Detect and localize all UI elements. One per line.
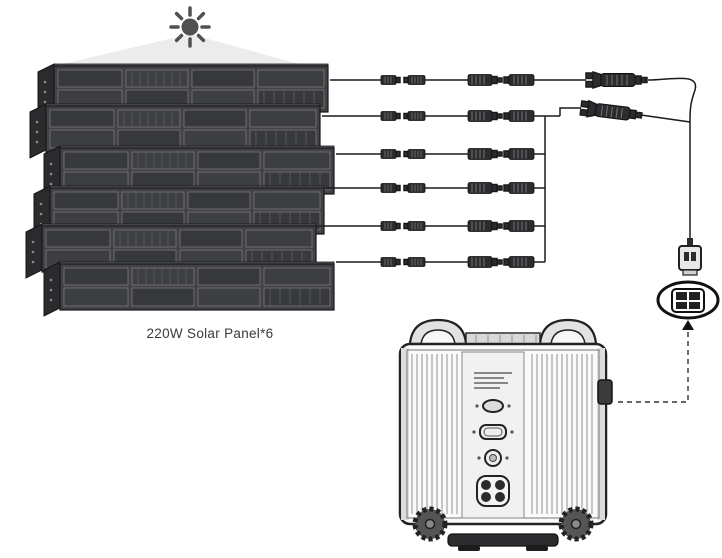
mc4-connector-pair-large [467,109,535,123]
wheel-left [412,506,448,542]
solar-input-port-zoom [656,280,720,320]
mc4-connector-row [326,181,545,195]
solar-charging-cable [647,77,697,240]
zoom-arrow [682,320,694,330]
solar-panel [43,261,335,317]
wiring [318,71,697,269]
mc4-connector-pair-large [467,147,535,161]
solar-panel-stack [25,63,335,317]
light-beam [54,34,306,66]
sun-icon [169,6,211,48]
vent-ribs [411,354,593,514]
collector-feed-line [559,107,581,116]
mc4-connector-pair-large [467,219,535,233]
oval-port [475,399,511,413]
mc4-connector-pair-large [467,73,535,87]
mc4-connector-pair-small [380,256,426,268]
round-port [477,449,509,467]
panel-label: 220W Solar Panel*6 [147,326,274,341]
parallel-branch-connector [585,71,648,89]
dsub-port [472,424,514,440]
mc4-connector-pair-small [380,110,426,122]
mc4-connector-pair-small [380,220,426,232]
mc4-connector-row [336,255,545,269]
top-center-block [465,332,541,345]
mc4-connector-pair-large [467,255,535,269]
base-foot [447,533,559,551]
charge-plug [678,238,702,276]
solar-charging-cable-branch [640,114,691,123]
parallel-branch-connector [579,99,644,125]
wheel-right [558,506,594,542]
mc4-connector-pair-small [380,148,426,160]
mc4-connector-row [330,73,586,87]
mc4-connector-pair-small [380,182,426,194]
dashed-locator-line [616,332,689,403]
port-strip [461,351,525,519]
mc4-connector-pair-small [380,74,426,86]
mc4-connector-row [318,219,545,233]
mc4-connector-row [336,147,545,161]
power-station-rear [398,318,613,551]
mc4-connector-pair-large [467,181,535,195]
side-input-port [597,379,613,405]
cluster-port [476,475,510,507]
spec-text-lines [474,372,512,389]
mc4-connector-row [322,109,560,123]
